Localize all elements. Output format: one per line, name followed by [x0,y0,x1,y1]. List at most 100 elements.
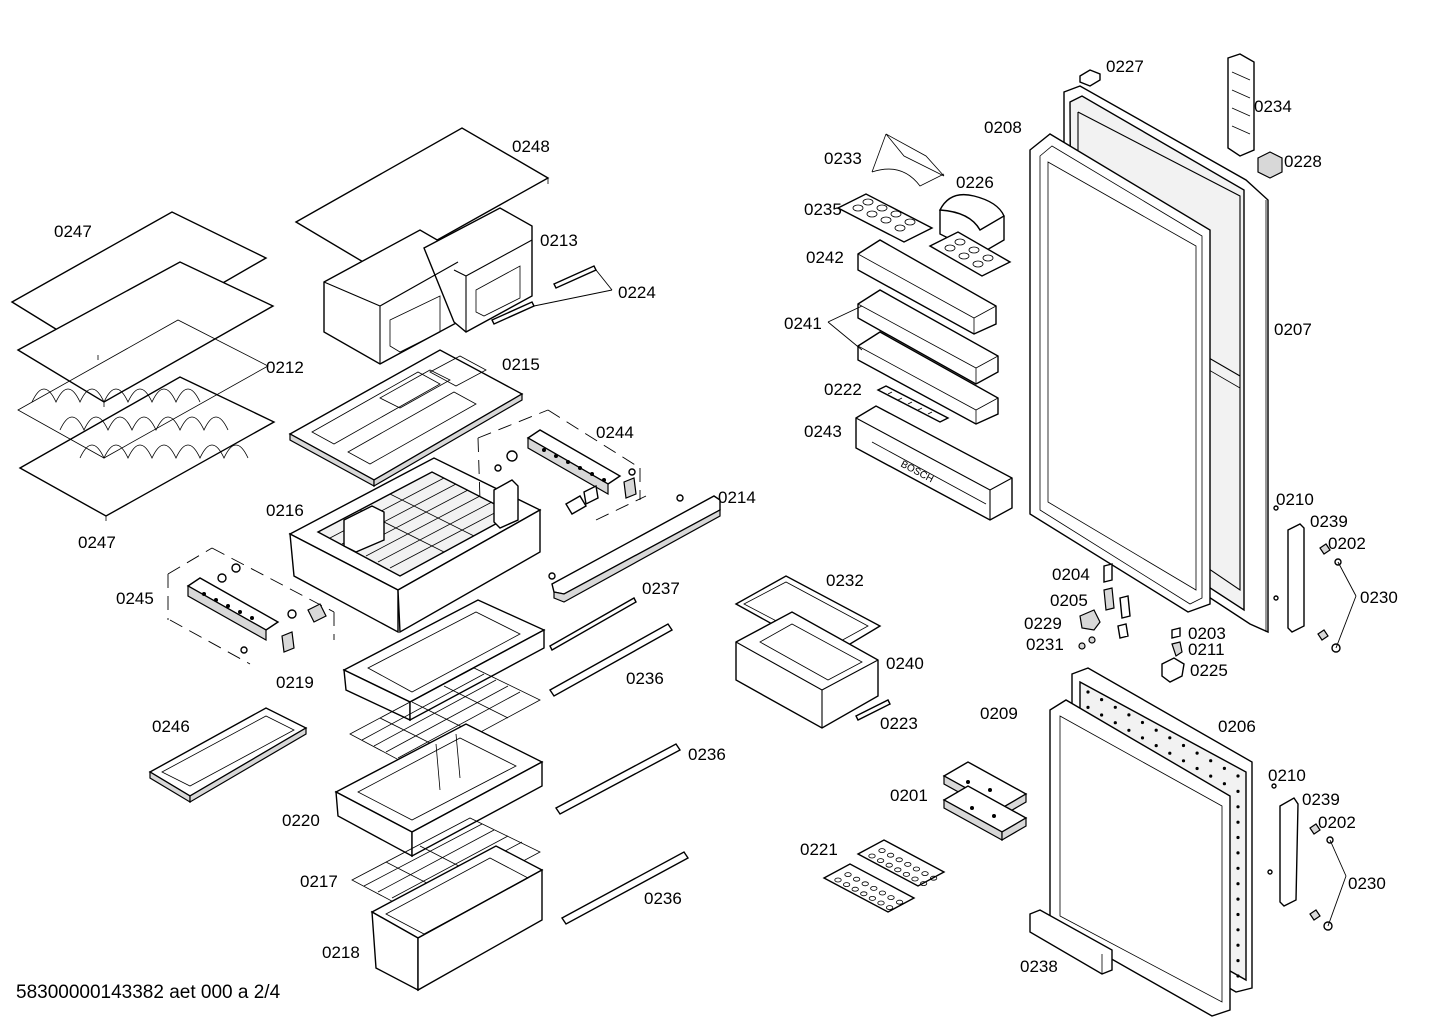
label-0239-lower: 0239 [1302,790,1340,809]
insulation-blocks-0213 [323,207,533,365]
label-0228: 0228 [1284,152,1322,171]
door-liner-dot [1236,974,1240,978]
door-liner-dot [1140,736,1145,740]
door-liner-dot [1236,897,1240,901]
label-0243: 0243 [804,422,842,441]
ice-cube-cell [886,852,895,858]
door-liner-dot [1168,751,1172,755]
label-0201: 0201 [890,786,928,805]
door-liner-dot [1086,690,1090,694]
door-liner-dot [1236,851,1240,855]
ice-cube-cell [902,872,911,877]
label-0224: 0224 [618,283,656,302]
label-0215: 0215 [502,355,540,374]
hinge-parts-upper [1273,505,1357,653]
label-0221: 0221 [800,840,838,859]
rail-assembly-0245 [167,547,335,665]
ice-cube-cell [911,876,919,882]
crisper-drawer-0220 [334,599,546,858]
label-0237: 0237 [642,579,680,598]
door-liner-dot [1086,705,1090,710]
ice-cube-cell [844,872,852,877]
label-0220: 0220 [282,811,320,830]
label-0203: 0203 [1188,624,1226,643]
label-0227: 0227 [1106,57,1144,76]
ice-cube-cell [868,853,876,859]
door-liner-dot [1168,736,1172,740]
label-0247-bottom: 0247 [78,533,116,552]
label-0206: 0206 [1218,717,1256,736]
label-0244: 0244 [596,423,634,442]
ice-cube-cell [851,886,859,892]
label-0219: 0219 [276,673,314,692]
label-0229: 0229 [1024,614,1062,633]
ice-trays-0221 [822,839,946,913]
label-0236-c: 0236 [644,889,682,908]
door-liner-dot [1236,943,1240,947]
glass-shelves-0247 [10,211,276,521]
ice-cube-cell [904,862,912,867]
label-0202-upper: 0202 [1328,534,1366,553]
door-liner-dot [1236,805,1240,809]
drawer-0216 [288,457,542,634]
label-0226: 0226 [956,173,994,192]
door-liner-dot [1222,782,1226,786]
label-0205: 0205 [1050,591,1088,610]
label-0247-top: 0247 [54,222,92,241]
ice-cube-cell [912,866,921,872]
label-0234: 0234 [1254,97,1292,116]
ice-cube-cell [885,862,893,868]
ice-cube-cell [887,895,895,900]
door-liner-dot [1236,882,1240,886]
label-0213: 0213 [540,231,578,250]
door-liner-dot [1154,728,1158,732]
label-0208: 0208 [984,118,1022,137]
label-0240: 0240 [886,654,924,673]
door-liner-dot [1209,774,1213,778]
label-0231: 0231 [1026,635,1064,654]
door-liner-dot [1236,820,1240,824]
label-0232: 0232 [826,571,864,590]
ice-cube-cell [877,900,885,906]
ice-cube-cell [895,857,903,863]
label-0241: 0241 [784,314,822,333]
label-0222: 0222 [824,380,862,399]
tray-0246 [148,707,308,804]
label-0233: 0233 [824,149,862,168]
document-footer: 58300000143382 aet 000 a 2/4 [16,982,281,1003]
door-liner-dot [1127,713,1131,717]
door-liner-dot [1127,728,1131,732]
ice-cube-cell [876,858,885,863]
label-0230-lower: 0230 [1348,874,1386,893]
ice-cube-cell [919,881,928,886]
label-0248: 0248 [512,137,550,156]
door-liner-dot [1236,835,1240,840]
door-liner-dot [1236,959,1240,963]
label-0212: 0212 [266,358,304,377]
label-0210-upper: 0210 [1276,490,1314,509]
door-liner-dot [1236,866,1240,870]
label-0218: 0218 [322,943,360,962]
label-0230-upper: 0230 [1360,588,1398,607]
label-0216: 0216 [266,501,304,520]
door-liner-dot [1209,759,1213,763]
door-liner-dot [1195,766,1199,771]
label-0246: 0246 [152,717,190,736]
door-liner-dot [1100,713,1104,717]
handle-cover-0238 [1029,909,1113,975]
label-0236-b: 0236 [688,745,726,764]
hinge-small-parts [1078,563,1185,683]
label-0223: 0223 [880,714,918,733]
part-labels: 0247 0247 0212 0248 0213 0224 0215 0244 … [54,57,1398,976]
wine-rack-0212 [17,319,269,459]
label-0236-a: 0236 [626,669,664,688]
door-liner-dot [1113,721,1117,725]
ice-cube-cell [894,867,902,873]
label-0211: 0211 [1188,640,1225,659]
door-parts-top [1079,53,1283,179]
cold-packs-0201 [942,761,1028,842]
label-0242: 0242 [806,248,844,267]
door-liner-dot [1181,743,1186,748]
label-0210-lower: 0210 [1268,766,1306,785]
